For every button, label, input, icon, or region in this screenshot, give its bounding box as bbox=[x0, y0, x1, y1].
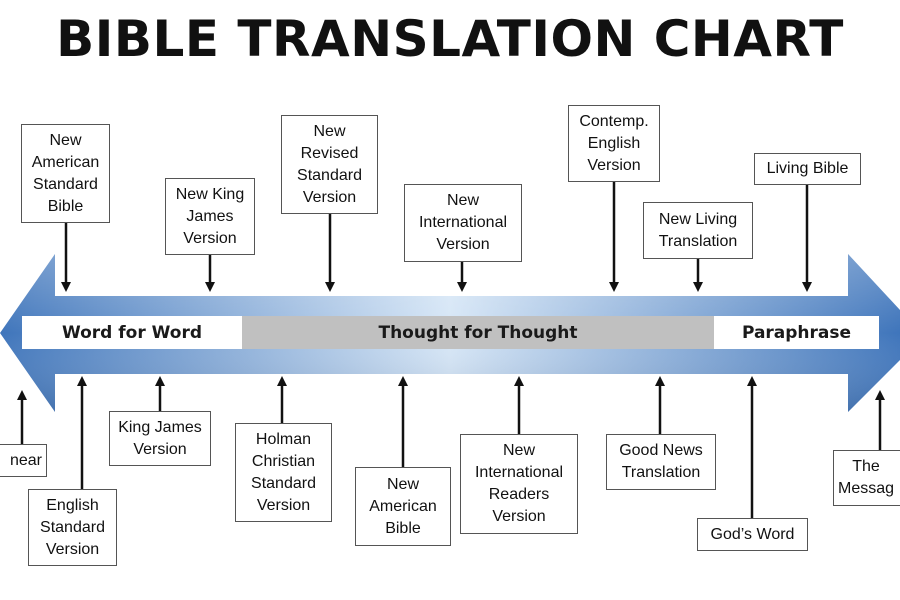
box-king-james-version: King James Version bbox=[109, 411, 211, 466]
box-new-living-translation: New Living Translation bbox=[643, 202, 753, 259]
connector-arrowhead bbox=[325, 282, 335, 292]
box-the-message: The Messag bbox=[833, 450, 900, 506]
band-paraphrase: Paraphrase bbox=[714, 316, 879, 349]
connector-arrowhead bbox=[61, 282, 71, 292]
connector-arrowhead bbox=[609, 282, 619, 292]
connector-arrowhead bbox=[205, 282, 215, 292]
connector-arrowhead bbox=[17, 390, 27, 400]
box-new-revised-standard-version: New Revised Standard Version bbox=[281, 115, 378, 214]
box-gods-word: God’s Word bbox=[697, 518, 808, 551]
box-interlinear: near bbox=[0, 444, 47, 477]
box-new-international-readers-version: New International Readers Version bbox=[460, 434, 578, 534]
box-new-international-version: New International Version bbox=[404, 184, 522, 262]
connector-arrowhead bbox=[693, 282, 703, 292]
connector-arrowhead bbox=[802, 282, 812, 292]
box-new-king-james-version: New King James Version bbox=[165, 178, 255, 255]
box-contemp-english-version: Contemp. English Version bbox=[568, 105, 660, 182]
page-title: BIBLE TRANSLATION CHART bbox=[56, 10, 844, 68]
connector-arrowhead bbox=[875, 390, 885, 400]
connector-arrowhead bbox=[77, 376, 87, 386]
connector-arrowhead bbox=[155, 376, 165, 386]
box-living-bible: Living Bible bbox=[754, 153, 861, 185]
connector-arrowhead bbox=[457, 282, 467, 292]
box-good-news-translation: Good News Translation bbox=[606, 434, 716, 490]
connector-lines bbox=[17, 182, 885, 518]
band-thought-for-thought: Thought for Thought bbox=[242, 316, 714, 349]
band-word-for-word: Word for Word bbox=[22, 316, 242, 349]
connector-arrowhead bbox=[277, 376, 287, 386]
connector-arrowhead bbox=[398, 376, 408, 386]
box-new-american-standard-bible: New American Standard Bible bbox=[21, 124, 110, 223]
connector-arrowhead bbox=[747, 376, 757, 386]
connector-arrowhead bbox=[514, 376, 524, 386]
box-new-american-bible: New American Bible bbox=[355, 467, 451, 546]
box-holman-christian-standard-version: Holman Christian Standard Version bbox=[235, 423, 332, 522]
box-english-standard-version: English Standard Version bbox=[28, 489, 117, 566]
connector-arrowhead bbox=[655, 376, 665, 386]
